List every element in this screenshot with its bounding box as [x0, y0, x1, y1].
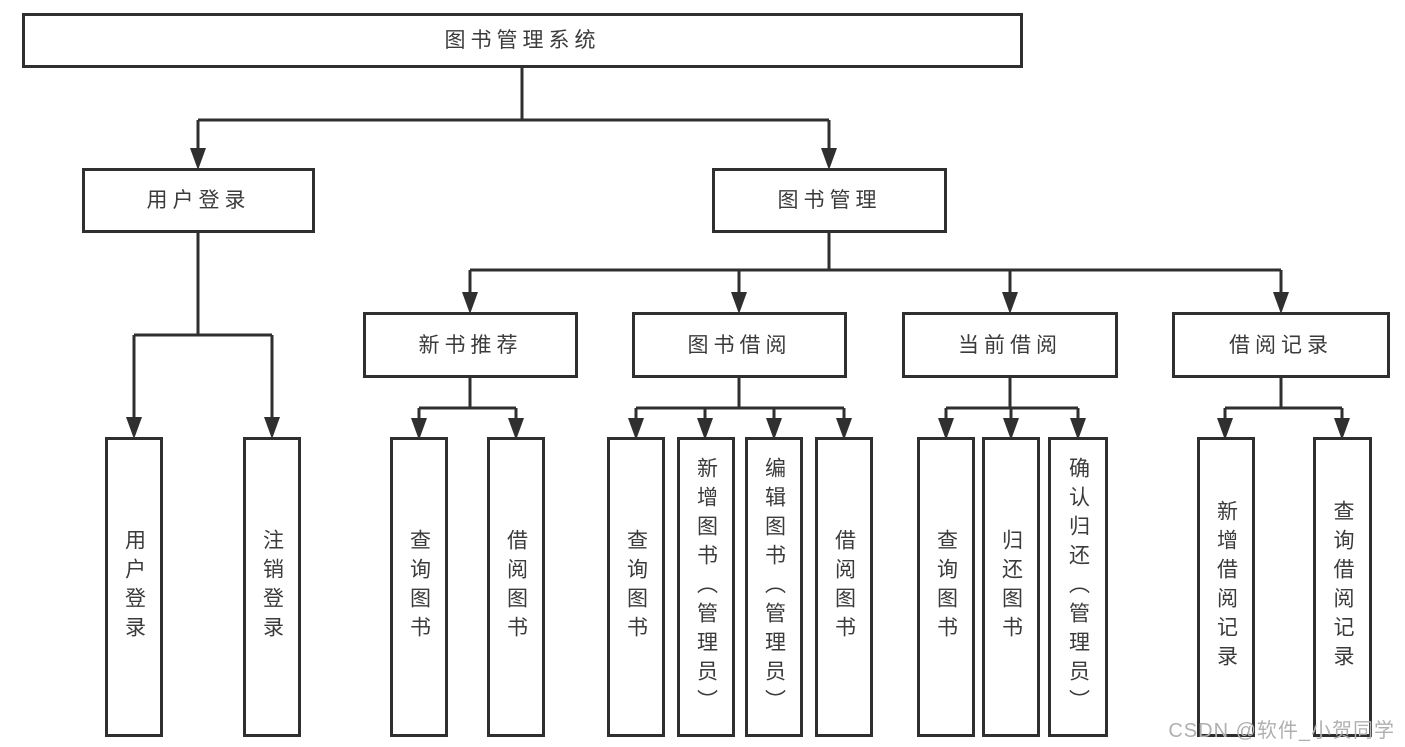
leaf-records-query-label: 查询借阅记录 [1331, 500, 1354, 674]
node-user-login: 用户登录 [82, 168, 315, 233]
leaf-newbooks-query: 查询图书 [390, 437, 448, 737]
leaf-newbooks-query-label: 查询图书 [407, 529, 431, 645]
node-borrow-records: 借阅记录 [1172, 312, 1390, 378]
leaf-user-logout: 注销登录 [243, 437, 301, 737]
leaf-currentborrow-query-label: 查询图书 [934, 529, 958, 645]
leaf-user-login-label: 用户登录 [122, 529, 146, 645]
node-root-label: 图书管理系统 [444, 29, 601, 52]
leaf-records-query: 查询借阅记录 [1313, 437, 1372, 737]
node-current-borrow: 当前借阅 [902, 312, 1118, 378]
leaf-bookborrow-query-label: 查询图书 [624, 529, 648, 645]
leaf-bookborrow-add-admin-label: 新增图书（管理员） [694, 456, 718, 718]
watermark-text: CSDN @软件_小贺同学 [1168, 720, 1395, 742]
leaf-newbooks-borrow-label: 借阅图书 [504, 529, 528, 645]
node-new-book-recommend-label: 新书推荐 [418, 333, 523, 357]
leaf-user-login: 用户登录 [105, 437, 163, 737]
node-user-login-label: 用户登录 [146, 189, 251, 212]
arrowheads [126, 148, 1350, 440]
node-book-management: 图书管理 [712, 168, 947, 233]
node-current-borrow-label: 当前借阅 [958, 333, 1062, 357]
leaf-user-logout-label: 注销登录 [260, 529, 284, 645]
leaf-currentborrow-query: 查询图书 [917, 437, 975, 737]
node-book-borrow: 图书借阅 [632, 312, 847, 378]
leaf-currentborrow-confirm-admin: 确认归还（管理员） [1048, 437, 1108, 737]
leaf-currentborrow-return-label: 归还图书 [999, 529, 1023, 645]
node-new-book-recommend: 新书推荐 [363, 312, 578, 378]
leaf-bookborrow-edit-admin: 编辑图书（管理员） [745, 437, 803, 737]
leaf-bookborrow-edit-admin-label: 编辑图书（管理员） [762, 456, 786, 718]
node-book-management-label: 图书管理 [777, 189, 882, 212]
leaf-newbooks-borrow: 借阅图书 [487, 437, 545, 737]
leaf-bookborrow-query: 查询图书 [607, 437, 665, 737]
leaf-currentborrow-confirm-admin-label: 确认归还（管理员） [1066, 456, 1090, 718]
leaf-records-add: 新增借阅记录 [1197, 437, 1255, 737]
node-root: 图书管理系统 [22, 13, 1023, 68]
leaf-records-add-label: 新增借阅记录 [1214, 500, 1238, 674]
node-book-borrow-label: 图书借阅 [687, 333, 792, 357]
leaf-bookborrow-borrow: 借阅图书 [815, 437, 873, 737]
node-borrow-records-label: 借阅记录 [1229, 333, 1333, 357]
leaf-bookborrow-add-admin: 新增图书（管理员） [677, 437, 735, 737]
leaf-currentborrow-return: 归还图书 [982, 437, 1040, 737]
leaf-bookborrow-borrow-label: 借阅图书 [832, 529, 856, 645]
tree-edges [132, 67, 1344, 420]
